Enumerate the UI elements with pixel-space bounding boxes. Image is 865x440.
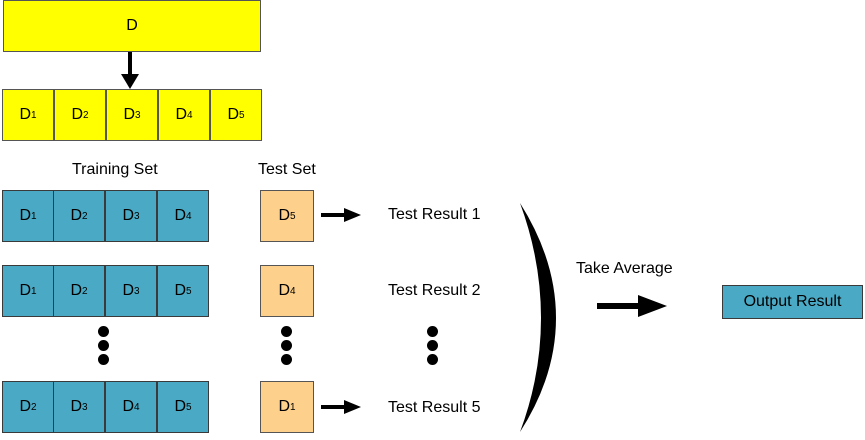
ellipsis-dot (281, 340, 292, 351)
dataset-label: D (126, 17, 138, 34)
output-result-label: Output Result (743, 293, 842, 310)
test-set-header: Test Set (258, 161, 316, 178)
ellipsis-dot (427, 354, 438, 365)
average-arrow-head (638, 295, 667, 317)
result-arrow-5-head (344, 400, 361, 414)
ellipsis-dot (427, 340, 438, 351)
split-arrow-head (121, 74, 139, 89)
test-result-2: Test Result 2 (388, 282, 481, 299)
bracket (520, 203, 556, 432)
test-result-5: Test Result 5 (388, 399, 481, 416)
output-result-box: Output Result (722, 285, 863, 319)
training-set-header: Training Set (72, 161, 158, 178)
ellipsis-dot (427, 326, 438, 337)
ellipsis-dot (281, 326, 292, 337)
ellipsis-dot (98, 326, 109, 337)
take-average-label: Take Average (576, 260, 673, 277)
dataset-box: D (3, 0, 261, 52)
test-result-1: Test Result 1 (388, 206, 481, 223)
ellipsis-dot (98, 354, 109, 365)
ellipsis-dot (281, 354, 292, 365)
ellipsis-dot (98, 340, 109, 351)
result-arrow-1-head (344, 208, 361, 222)
